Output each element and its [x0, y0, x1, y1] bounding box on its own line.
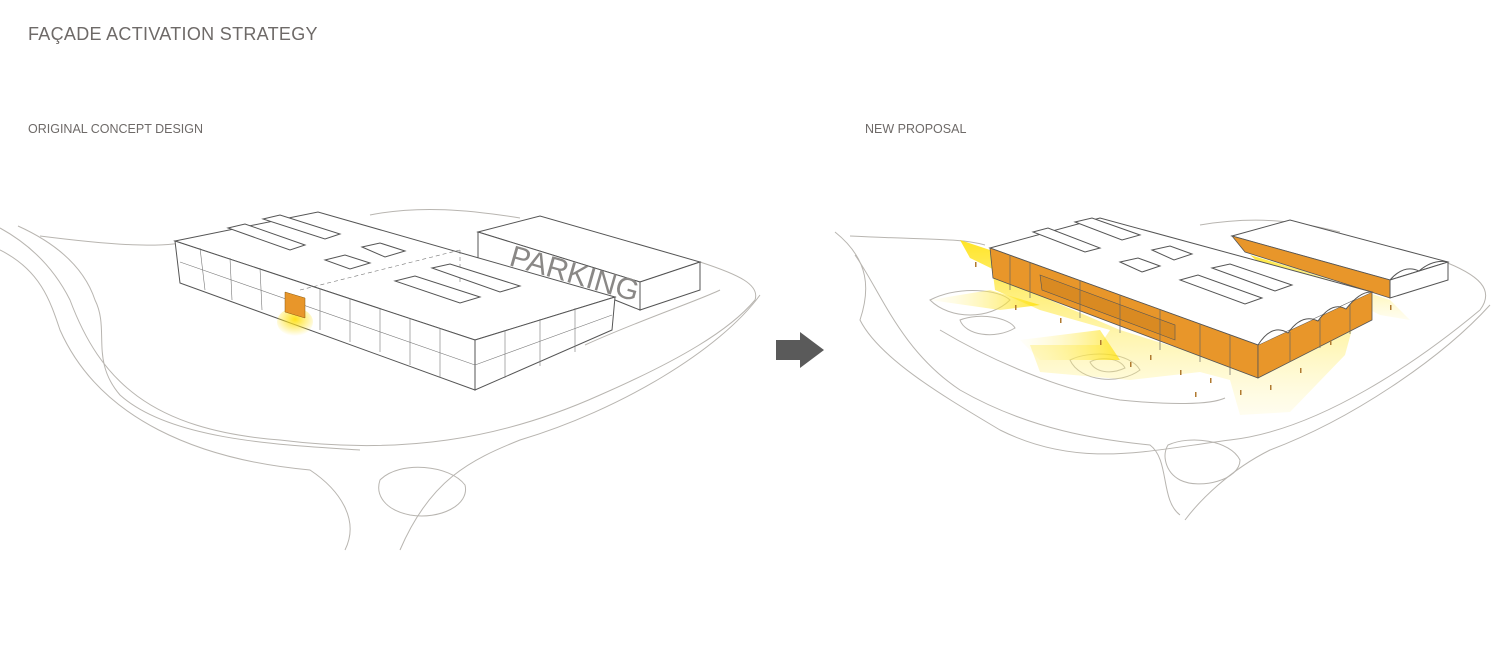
people-figures — [975, 262, 1392, 397]
right-arrow-icon — [776, 332, 824, 368]
proposal-building — [988, 217, 1450, 379]
proposal-site-plan — [834, 219, 1491, 521]
original-site-plan — [0, 208, 761, 551]
activated-facade-segment — [284, 291, 306, 319]
original-building: PARKING — [173, 211, 702, 391]
diagram-title: FAÇADE ACTIVATION STRATEGY — [28, 24, 318, 44]
new-proposal-label: NEW PROPOSAL — [865, 122, 967, 136]
original-concept-label: ORIGINAL CONCEPT DESIGN — [28, 122, 204, 136]
